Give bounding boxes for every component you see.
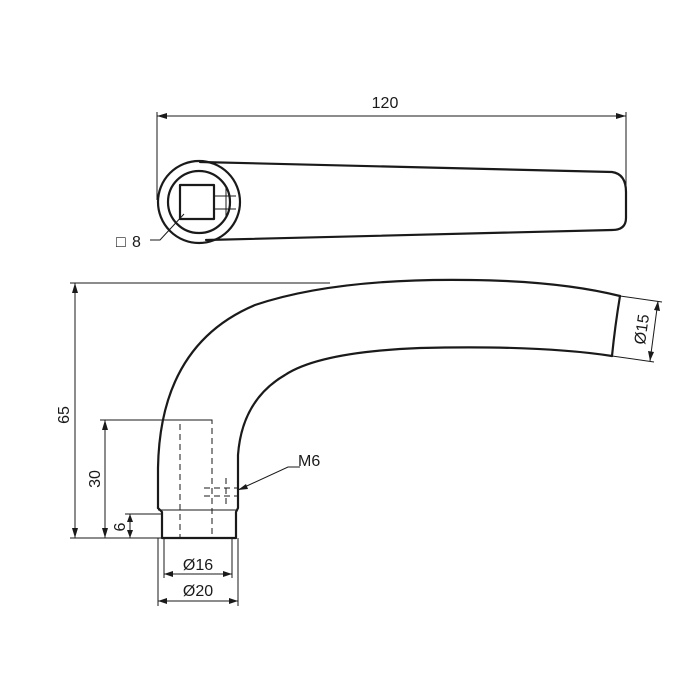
- side-view: [156, 278, 622, 540]
- side-view-inner-contour: [236, 346, 614, 484]
- inner-diameter-dimension: [163, 538, 233, 578]
- top-view-rose-inner: [166, 169, 232, 235]
- collar-height-dimension-label: 6: [112, 522, 129, 531]
- shank-depth-dimension-label: 30: [87, 470, 104, 488]
- outer-diameter-dimension-label: Ø20: [183, 583, 213, 600]
- inner-diameter-dimension-label: Ø16: [183, 557, 213, 574]
- tip-diameter-dimension: [611, 295, 663, 363]
- tip-diameter-dimension-label: Ø15: [632, 313, 653, 345]
- square-dimension-label: 8: [132, 234, 141, 251]
- height-dimension-label: 65: [56, 406, 73, 424]
- side-view-outer-contour: [156, 278, 622, 510]
- square-symbol: □: [116, 234, 126, 251]
- top-view-lever-body: [198, 160, 628, 242]
- top-view: [150, 159, 628, 245]
- side-view-collar: [156, 480, 240, 540]
- length-dimension: [156, 112, 627, 200]
- collar-height-dimension: [125, 513, 162, 538]
- thread-dimension-label: M6: [298, 453, 320, 470]
- thread-leader-line: [237, 466, 300, 491]
- top-view-square-hole: [178, 183, 216, 221]
- square-leader-line: [150, 213, 185, 241]
- side-view-tip: [610, 294, 622, 358]
- side-view-hidden-bore: [179, 419, 213, 539]
- height-dimension: [70, 282, 330, 539]
- outer-diameter-dimension: [157, 538, 239, 606]
- length-dimension-label: 120: [372, 95, 399, 112]
- top-view-rose-outer: [156, 159, 242, 245]
- shank-depth-dimension: [100, 419, 212, 538]
